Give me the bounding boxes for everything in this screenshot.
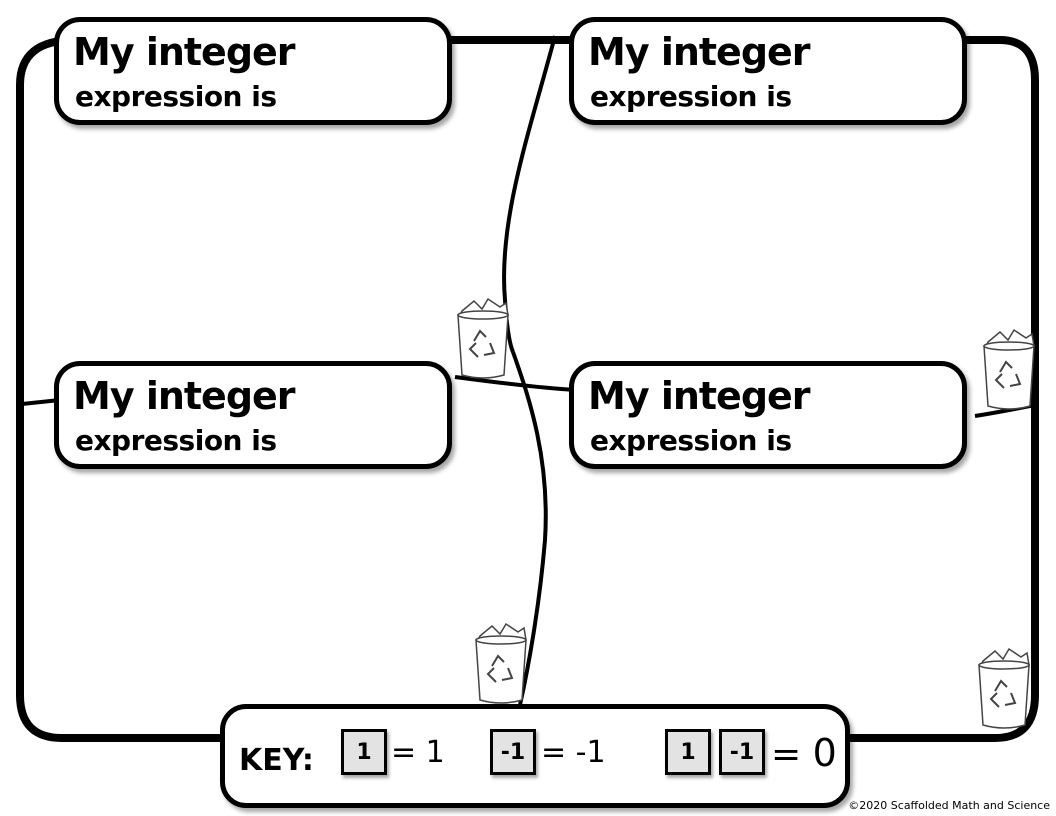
zero-value: 0 bbox=[812, 731, 837, 775]
negative-tile: -1 bbox=[490, 729, 536, 775]
expression-box-subtitle: expression is bbox=[75, 80, 277, 113]
expression-box-title: My integer bbox=[588, 30, 811, 74]
expression-box-middle-left: My integer expression is bbox=[54, 361, 452, 469]
divider-upper-vertical bbox=[502, 35, 557, 353]
expression-box-title: My integer bbox=[73, 374, 296, 418]
zero-pair-negative-tile: -1 bbox=[719, 729, 765, 775]
zero-pair-equals: = bbox=[771, 734, 802, 775]
divider-horizontal-left bbox=[21, 398, 61, 406]
expression-box-middle-right: My integer expression is bbox=[569, 361, 967, 469]
expression-box-top-right: My integer expression is bbox=[569, 17, 967, 125]
expression-box-title: My integer bbox=[588, 374, 811, 418]
negative-tile-value: = -1 bbox=[541, 735, 606, 770]
key-box: KEY: 1 = 1 -1 = -1 1 -1 = 0 bbox=[220, 704, 850, 808]
copyright-notice: ©2020 Scaffolded Math and Science bbox=[848, 799, 1050, 812]
divider-horizontal-right bbox=[974, 403, 1036, 418]
recycle-bin-icon bbox=[978, 647, 1030, 729]
recycle-bin-icon bbox=[475, 622, 527, 704]
positive-tile: 1 bbox=[341, 729, 387, 775]
zero-pair-positive-tile: 1 bbox=[665, 729, 711, 775]
positive-tile-value: = 1 bbox=[391, 735, 445, 770]
divider-horizontal-center bbox=[454, 375, 576, 392]
key-label: KEY: bbox=[239, 743, 314, 778]
divider-lower-vertical bbox=[511, 351, 548, 706]
expression-box-subtitle: expression is bbox=[75, 424, 277, 457]
zero-pair-value: = 0 bbox=[771, 731, 837, 775]
recycle-bin-icon bbox=[457, 297, 509, 379]
expression-box-subtitle: expression is bbox=[590, 424, 792, 457]
recycle-bin-icon bbox=[983, 328, 1035, 410]
expression-box-subtitle: expression is bbox=[590, 80, 792, 113]
expression-box-title: My integer bbox=[73, 30, 296, 74]
expression-box-top-left: My integer expression is bbox=[54, 17, 452, 125]
